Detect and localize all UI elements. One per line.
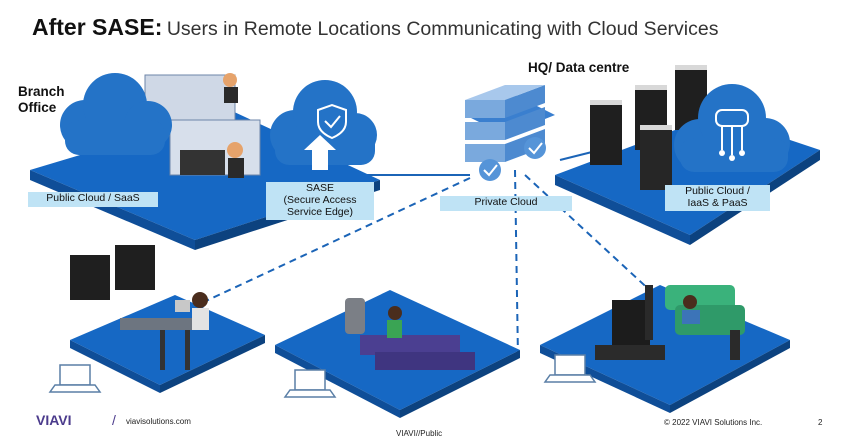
hq-datacentre-label: HQ/ Data centre <box>528 60 630 75</box>
sase-cloud-icon <box>270 80 377 170</box>
connection-lines <box>164 149 656 359</box>
sase-tag-line3: Service Edge) <box>287 206 353 218</box>
home-remote-platform <box>540 285 790 413</box>
title-bold: After SASE: <box>32 14 163 40</box>
public-saas-tag: Public Cloud / SaaS <box>28 192 158 207</box>
title-subtitle: Users in Remote Locations Communicating … <box>166 18 719 40</box>
private-cloud-server-icon <box>465 85 555 181</box>
branch-label-line2: Office <box>18 100 57 115</box>
iaas-paas-tag: Public Cloud / IaaS & PaaS <box>665 185 770 211</box>
airport-remote-platform <box>275 290 520 418</box>
sase-tag-line2: (Secure Access <box>283 194 357 206</box>
sase-tag: SASE (Secure Access Service Edge) <box>266 182 374 220</box>
branch-label-line1: Branch <box>18 84 65 99</box>
footer-page-number: 2 <box>818 418 823 427</box>
branch-office-label: Branch Office <box>18 84 65 116</box>
airport-laptop-icon <box>283 369 337 398</box>
footer-website: viavisolutions.com <box>126 417 191 426</box>
public-saas-cloud-icon <box>60 73 172 155</box>
dashed-link-cafe <box>164 177 471 321</box>
footer-classification: VIAVI//Public <box>396 429 443 438</box>
viavi-logo-text: VIAVI <box>36 412 72 428</box>
svg-text:/: / <box>112 412 116 428</box>
dashed-link-home <box>524 174 656 296</box>
sase-tag-line1: SASE <box>305 182 334 194</box>
slide-title: After SASE: Users in Remote Locations Co… <box>32 14 718 41</box>
iaas-tag-line2: IaaS & PaaS <box>687 197 748 209</box>
dashed-link-airport <box>514 169 519 359</box>
cafe-remote-platform <box>70 245 265 393</box>
home-laptop-icon <box>543 354 597 383</box>
cafe-laptop-icon <box>48 364 102 393</box>
footer-copyright: © 2022 VIAVI Solutions Inc. <box>664 418 763 427</box>
private-cloud-tag: Private Cloud <box>440 196 572 211</box>
viavi-logo: VIAVI / <box>36 412 116 428</box>
iaas-paas-cloud-icon <box>674 84 790 172</box>
iaas-tag-line1: Public Cloud / <box>685 185 750 197</box>
